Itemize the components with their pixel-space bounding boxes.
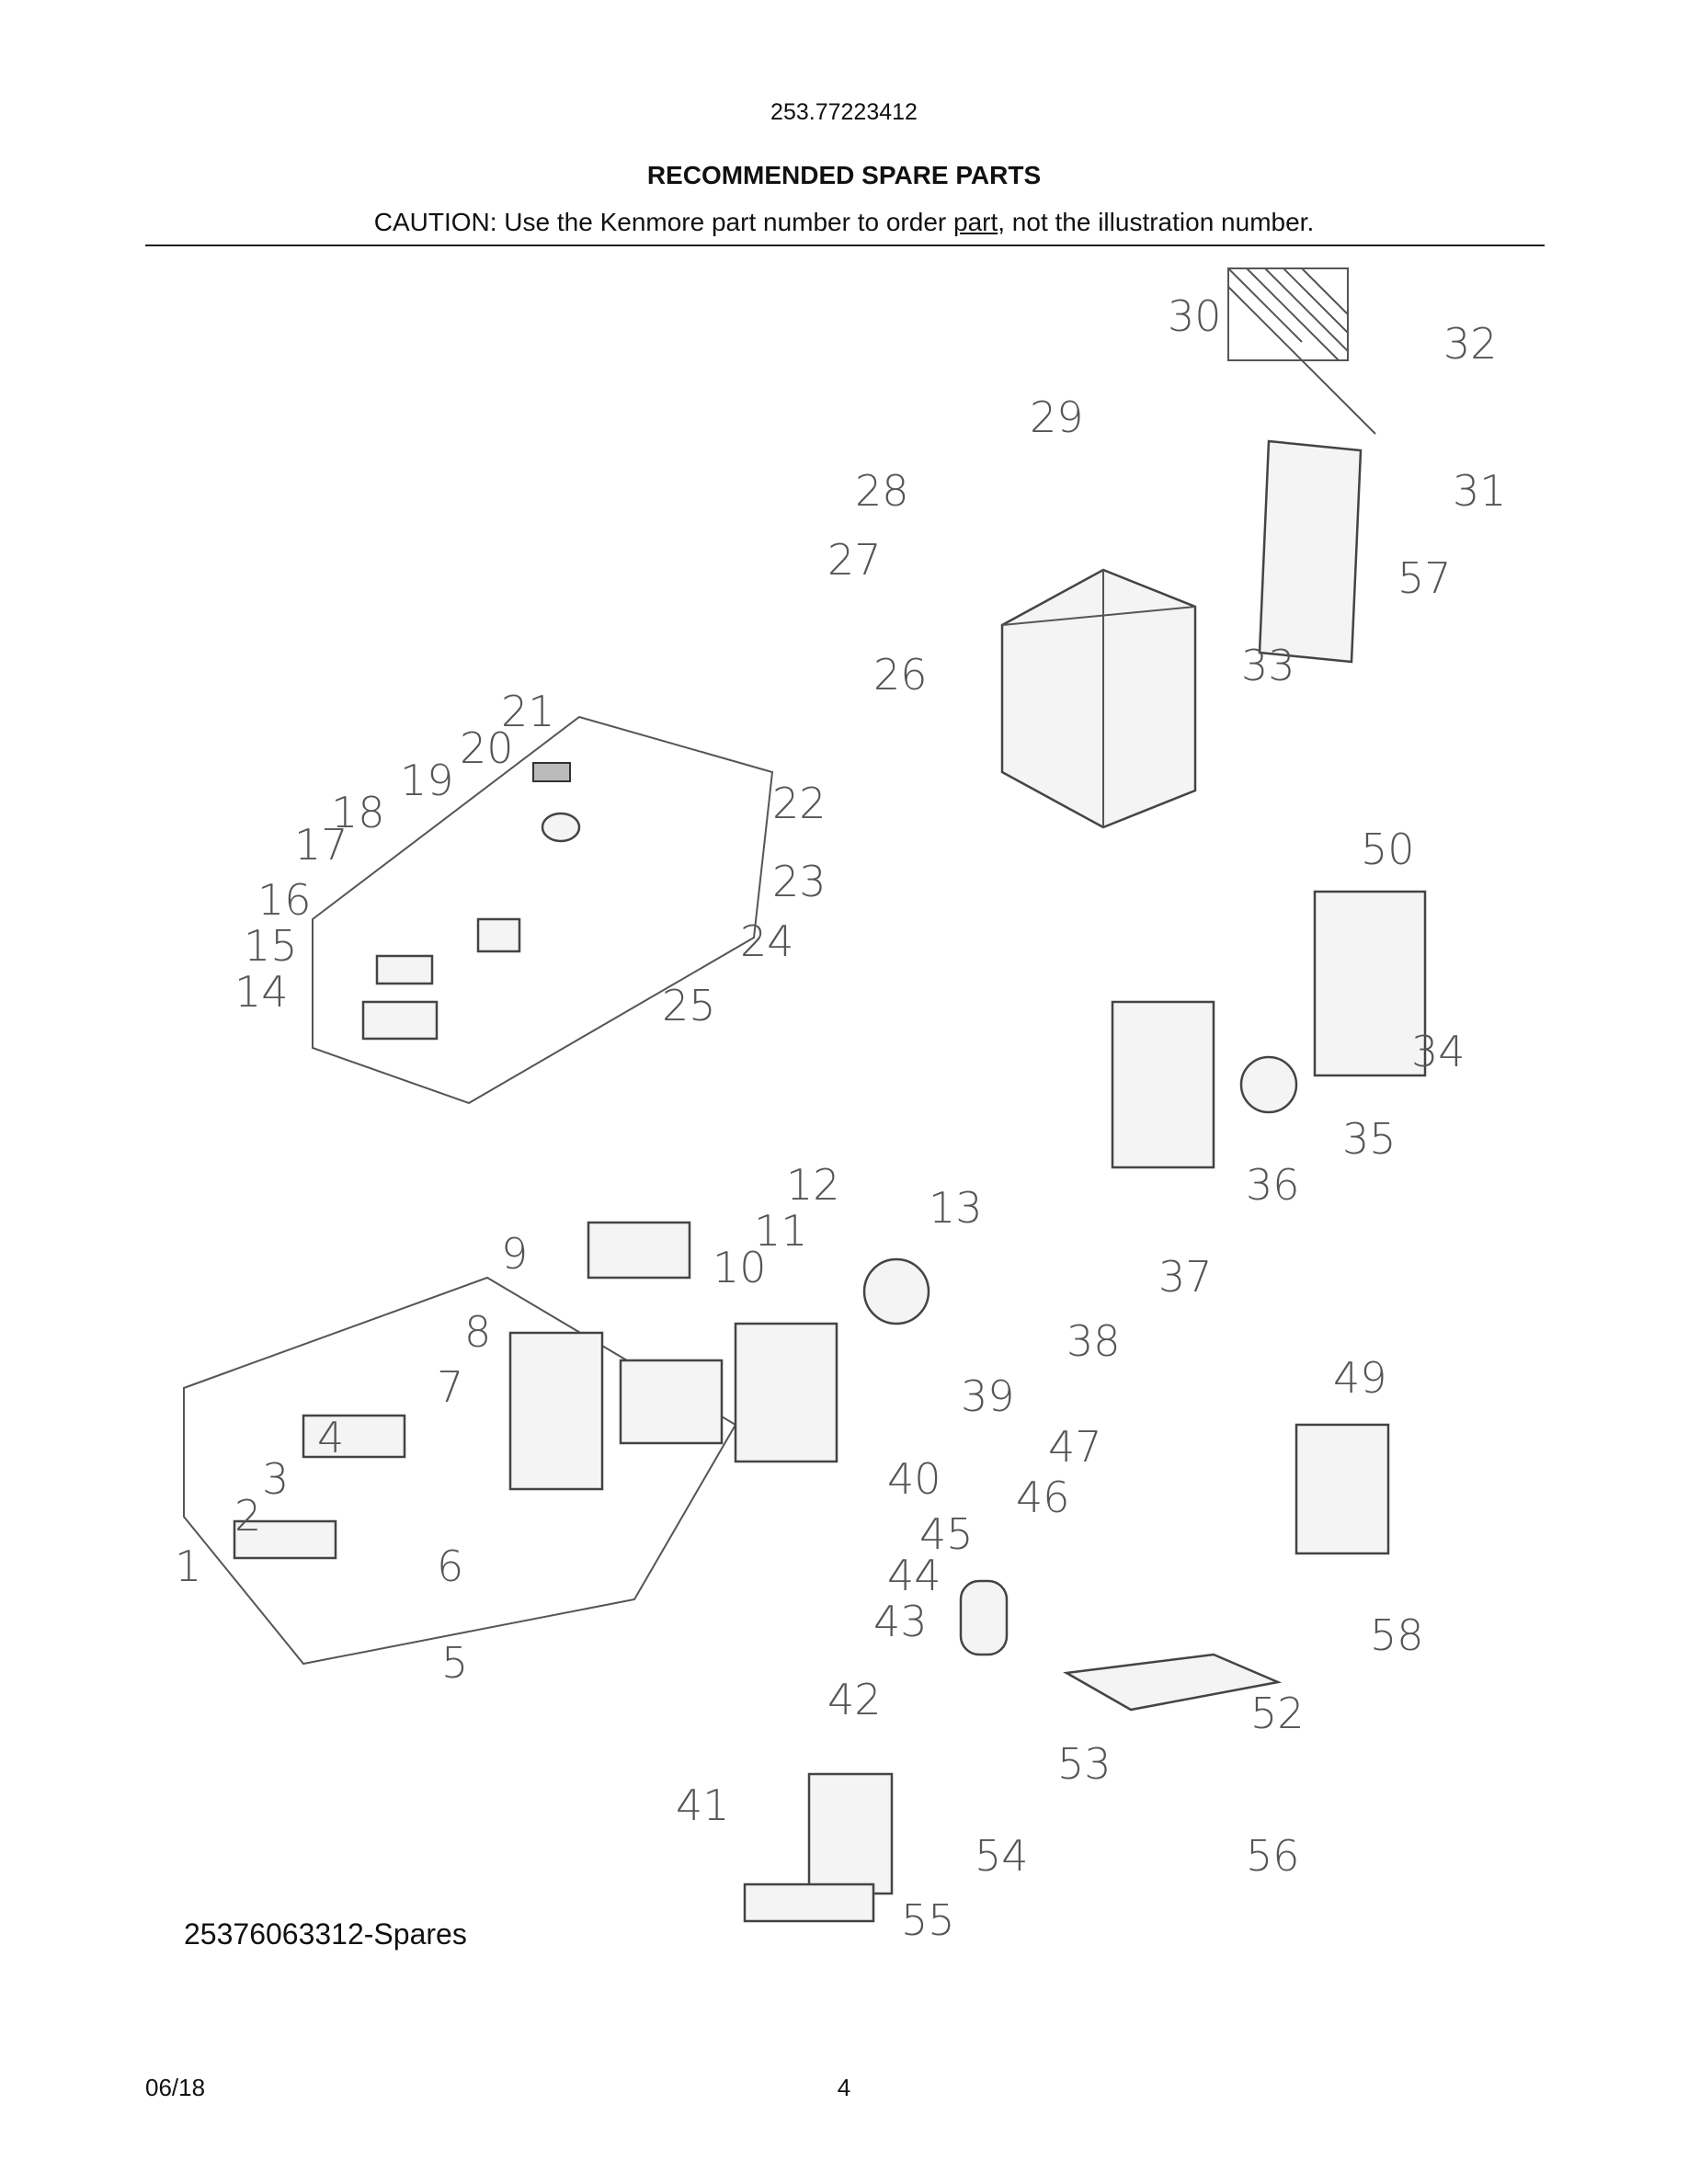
part-pcb — [476, 917, 521, 953]
callout-28: 28 — [855, 466, 909, 516]
callout-35: 35 — [1342, 1114, 1397, 1164]
part-condenser-coil — [807, 1772, 894, 1895]
callout-52: 52 — [1250, 1689, 1305, 1738]
part-control-panel — [233, 1519, 337, 1560]
callout-39: 39 — [961, 1371, 1015, 1421]
callout-8: 8 — [464, 1307, 491, 1357]
callout-25: 25 — [662, 981, 716, 1030]
callout-23: 23 — [772, 857, 827, 906]
part-condenser-shroud — [1313, 890, 1427, 1077]
page-title: RECOMMENDED SPARE PARTS — [646, 161, 1042, 189]
header-rule — [145, 245, 1545, 246]
part-front-assembly — [183, 1221, 737, 1666]
callout-21: 21 — [501, 687, 555, 736]
caution-prefix: CAUTION: Use the Kenmore part number to … — [373, 208, 953, 236]
part-front-grille — [508, 1331, 604, 1491]
callout-7: 7 — [437, 1362, 463, 1412]
callout-45: 45 — [919, 1509, 974, 1559]
callout-13: 13 — [929, 1183, 983, 1233]
part-drain-pan — [743, 1883, 875, 1923]
part-side-panel — [1258, 439, 1363, 664]
callout-1: 1 — [175, 1541, 201, 1591]
part-outer-case — [1000, 568, 1197, 829]
part-blower-wheel — [862, 1257, 930, 1325]
callout-10: 10 — [713, 1243, 767, 1292]
callout-49: 49 — [1333, 1353, 1387, 1403]
page-number: 4 — [837, 2074, 851, 2101]
callout-14: 14 — [234, 967, 289, 1017]
callout-57: 57 — [1397, 553, 1452, 603]
callout-30: 30 — [1168, 291, 1222, 341]
callout-33: 33 — [1241, 641, 1295, 690]
callout-27: 27 — [827, 535, 882, 585]
part-refrigeration — [743, 1423, 1390, 1923]
callout-38: 38 — [1066, 1316, 1121, 1366]
callout-3: 3 — [262, 1454, 289, 1504]
callout-labels: 30 32 29 31 28 27 57 26 33 21 20 19 18 1… — [175, 291, 1507, 1945]
part-air-outlet — [587, 1221, 691, 1280]
callout-42: 42 — [827, 1675, 882, 1724]
callout-5: 5 — [441, 1638, 468, 1688]
callout-36: 36 — [1246, 1160, 1300, 1210]
parts-diagram-svg: 30 32 29 31 28 27 57 26 33 21 20 19 18 1… — [175, 267, 1507, 1945]
part-base-pan — [1063, 1653, 1283, 1712]
part-control-box — [361, 1000, 439, 1041]
callout-24: 24 — [740, 916, 794, 966]
callout-16: 16 — [257, 875, 312, 925]
callout-43: 43 — [873, 1597, 928, 1646]
callout-53: 53 — [1057, 1739, 1112, 1789]
callout-34: 34 — [1411, 1027, 1466, 1076]
callout-46: 46 — [1016, 1473, 1070, 1522]
model-number: 253.77223412 — [770, 99, 918, 125]
callout-15: 15 — [244, 921, 298, 971]
callout-2: 2 — [234, 1491, 261, 1541]
callout-56: 56 — [1246, 1831, 1300, 1881]
callout-58: 58 — [1370, 1610, 1424, 1660]
callout-37: 37 — [1158, 1252, 1213, 1302]
callout-18: 18 — [331, 788, 385, 837]
callout-44: 44 — [887, 1551, 941, 1600]
caution-underlined: part — [953, 208, 998, 236]
part-partition-plate — [1111, 1000, 1215, 1169]
caution-note: CAUTION: Use the Kenmore part number to … — [0, 208, 1688, 237]
callout-31: 31 — [1453, 466, 1507, 516]
callout-19: 19 — [400, 756, 454, 805]
footer-date: 06/18 — [145, 2074, 206, 2101]
callout-54: 54 — [975, 1831, 1029, 1881]
callout-41: 41 — [676, 1780, 730, 1830]
callout-22: 22 — [772, 779, 827, 828]
part-air-filter — [619, 1359, 724, 1445]
part-blower-housing — [734, 1322, 838, 1463]
callout-4: 4 — [317, 1413, 344, 1462]
callout-26: 26 — [873, 650, 928, 700]
part-capacitor — [541, 812, 581, 843]
part-remote-control — [532, 762, 571, 782]
callout-40: 40 — [887, 1454, 941, 1504]
diagram-reference: 25376063312-Spares — [184, 1917, 467, 1951]
callout-20: 20 — [460, 723, 514, 773]
callout-11: 11 — [754, 1206, 808, 1256]
callout-47: 47 — [1048, 1422, 1102, 1472]
part-compressor — [959, 1579, 1009, 1656]
part-evaporator — [1295, 1423, 1390, 1555]
callout-12: 12 — [786, 1160, 840, 1210]
part-display-board — [302, 1414, 406, 1459]
part-fan-assembly — [734, 890, 1427, 1463]
callout-55: 55 — [901, 1895, 955, 1945]
caution-suffix: , not the illustration number. — [998, 208, 1315, 236]
part-condenser-fan — [1239, 1055, 1298, 1114]
callout-9: 9 — [501, 1229, 528, 1279]
part-filter-panel — [375, 954, 434, 985]
part-control-group — [312, 715, 774, 1105]
callout-6: 6 — [437, 1541, 463, 1591]
callout-29: 29 — [1030, 392, 1084, 442]
callout-17: 17 — [294, 820, 348, 870]
part-grille-lattice — [1227, 267, 1376, 435]
callout-50: 50 — [1361, 825, 1415, 874]
callout-32: 32 — [1443, 319, 1498, 369]
exploded-parts-diagram: 30 32 29 31 28 27 57 26 33 21 20 19 18 1… — [0, 257, 1688, 2022]
